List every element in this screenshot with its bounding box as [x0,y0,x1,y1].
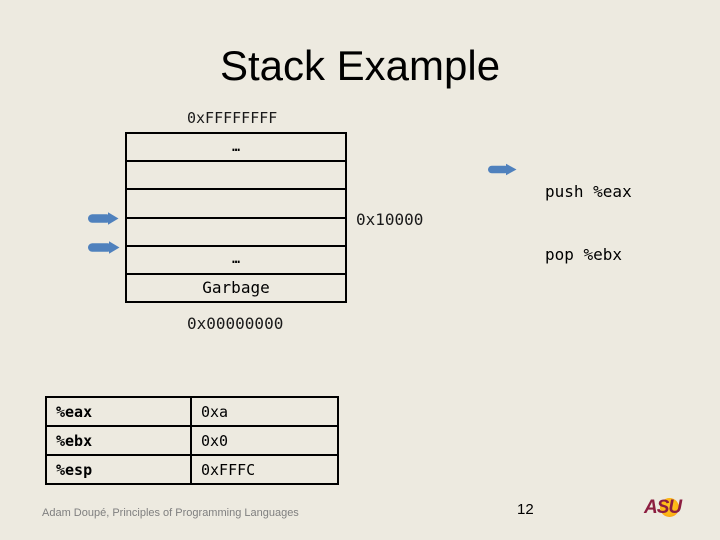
register-name: %ebx [45,425,192,456]
address-bottom-label: 0x00000000 [187,314,284,333]
register-value: 0x0 [190,425,339,456]
stack-row: … [232,139,240,155]
stack-row [127,188,345,216]
stack-row [127,216,345,245]
register-row: %esp 0xFFFC [45,454,339,485]
code-line: pop %ebx [545,245,623,264]
slide-title: Stack Example [219,42,501,89]
asu-logo: ASU [644,497,700,519]
page-number: 12 [517,501,534,518]
stack-pointer-arrow-icon [87,211,119,231]
stack-row-garbage: Garbage [127,272,345,301]
assembly-code: push %eax pop %ebx [545,139,632,286]
instruction-pointer-arrow-icon [487,163,517,181]
stack-row: … [127,244,345,273]
address-top-label: 0xFFFFFFFF [187,109,278,127]
code-line: push %eax [545,182,632,201]
register-name: %eax [45,396,192,427]
footer-credit: Adam Doupé, Principles of Programming La… [42,507,299,519]
register-value: 0xFFFC [190,454,339,485]
stack-pointer-arrow-icon [87,240,120,260]
asu-logo-text: ASU [644,497,682,518]
register-name: %esp [45,454,192,485]
register-row: %eax 0xa [45,396,339,427]
address-side-label: 0x10000 [356,210,424,229]
stack-row [127,160,345,188]
sunburst-icon [660,498,679,517]
register-value: 0xa [190,396,339,427]
register-table: %eax 0xa %ebx 0x0 %esp 0xFFFC [45,396,339,485]
stack-diagram: … … Garbage [125,132,347,303]
register-row: %ebx 0x0 [45,425,339,456]
